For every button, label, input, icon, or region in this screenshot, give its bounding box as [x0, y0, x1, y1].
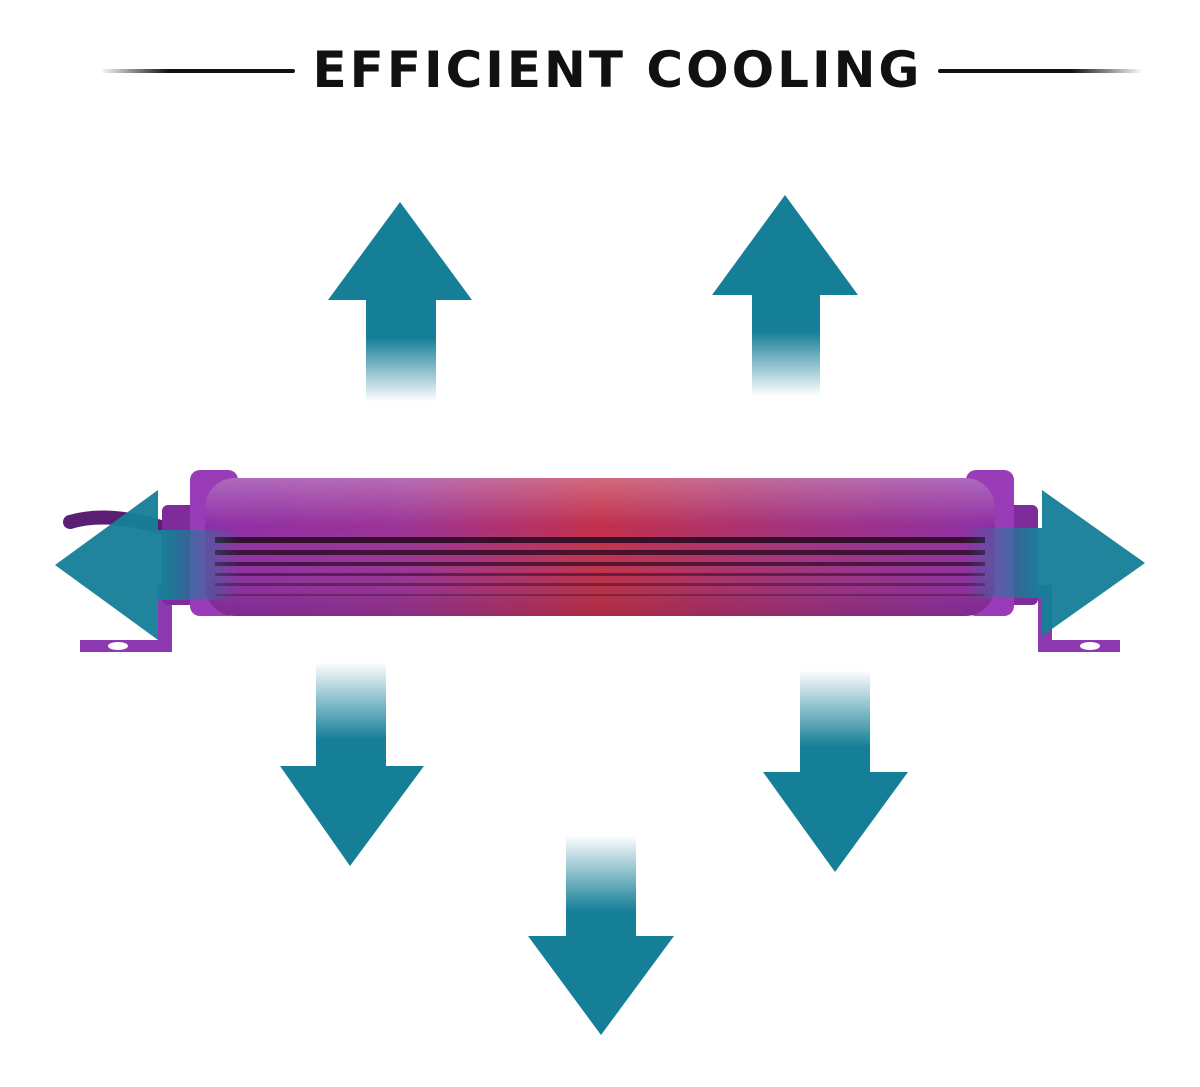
arrow-left-icon	[55, 490, 240, 640]
title-row: EFFICIENT COOLING	[0, 30, 1200, 110]
arrow-right-icon	[965, 490, 1145, 636]
arrow-down-left-icon	[280, 662, 424, 866]
arrow-up-right-icon	[712, 195, 858, 396]
arrow-up-left-icon	[328, 202, 472, 402]
arrow-down-center-icon	[528, 835, 674, 1035]
title-rule-right	[938, 69, 1143, 73]
page-title: EFFICIENT COOLING	[312, 41, 923, 99]
arrow-down-right-icon	[763, 670, 908, 872]
title-rule-left	[100, 69, 295, 73]
